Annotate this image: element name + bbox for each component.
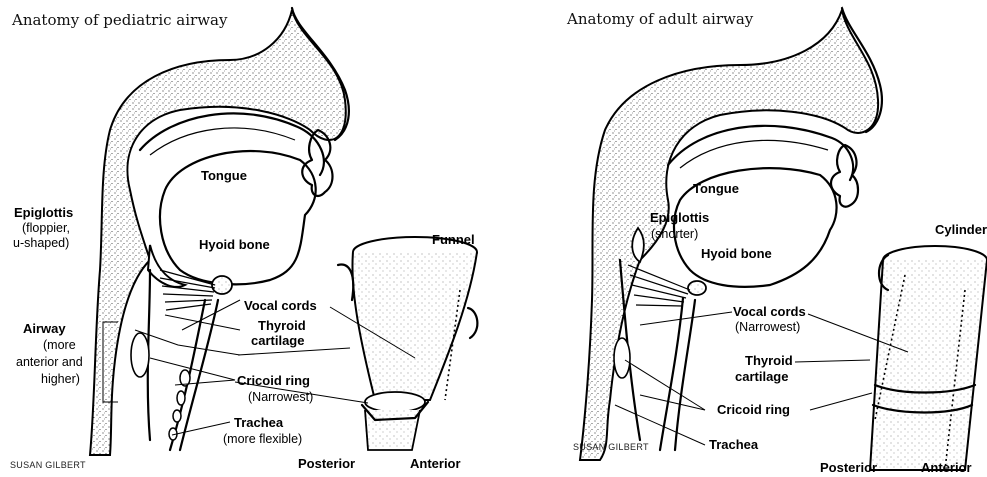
pediatric-trachea-note: (more flexible) bbox=[223, 432, 302, 446]
pediatric-airway-label: Airway bbox=[23, 321, 66, 336]
adult-hyoid-label: Hyoid bone bbox=[701, 246, 772, 261]
adult-credit: SUSAN GILBERT bbox=[573, 442, 649, 452]
pediatric-epiglottis-note1: (floppier, bbox=[22, 221, 70, 235]
pediatric-vocal-cords-label: Vocal cords bbox=[244, 298, 317, 313]
adult-vocal-note: (Narrowest) bbox=[735, 320, 800, 334]
pediatric-epiglottis-label: Epiglottis bbox=[14, 205, 73, 220]
adult-thyroid-label-1: Thyroid bbox=[745, 353, 793, 368]
pediatric-trachea-rings bbox=[169, 370, 190, 440]
pediatric-posterior-label: Posterior bbox=[298, 456, 355, 471]
pediatric-hyoid-label: Hyoid bone bbox=[199, 237, 270, 252]
pediatric-anterior-label: Anterior bbox=[410, 456, 461, 471]
adult-anterior-label: Anterior bbox=[921, 460, 972, 475]
adult-cylinder-label: Cylinder bbox=[935, 222, 987, 237]
adult-thyroid-shape bbox=[614, 338, 630, 378]
pediatric-airway-note1: (more bbox=[43, 338, 76, 352]
pediatric-cricoid-note: (Narrowest) bbox=[248, 390, 313, 404]
adult-hyoid-shape bbox=[688, 281, 706, 295]
adult-posterior-label: Posterior bbox=[820, 460, 877, 475]
adult-trachea-label: Trachea bbox=[709, 437, 759, 452]
adult-thyroid-label-2: cartilage bbox=[735, 369, 788, 384]
adult-title: Anatomy of adult airway bbox=[566, 10, 754, 28]
pediatric-epiglottis-note2: u-shaped) bbox=[13, 236, 69, 250]
pediatric-title: Anatomy of pediatric airway bbox=[11, 11, 228, 29]
pediatric-panel: Anatomy of pediatric airway bbox=[10, 8, 477, 471]
pediatric-thyroid-shape bbox=[131, 333, 149, 377]
adult-vocal-cords-label: Vocal cords bbox=[733, 304, 806, 319]
pediatric-funnel-model bbox=[338, 237, 477, 450]
adult-muscle-fibers bbox=[628, 265, 690, 306]
adult-panel: Anatomy of adult airway bbox=[566, 8, 987, 475]
pediatric-cricoid-label: Cricoid ring bbox=[237, 373, 310, 388]
pediatric-funnel-label: Funnel bbox=[432, 232, 475, 247]
adult-epiglottis-note: (shorter) bbox=[651, 227, 698, 241]
pediatric-trachea-label: Trachea bbox=[234, 415, 284, 430]
pediatric-thyroid-label-1: Thyroid bbox=[258, 318, 306, 333]
adult-cylinder-model bbox=[870, 246, 987, 470]
pediatric-thyroid-label-2: cartilage bbox=[251, 333, 304, 348]
pediatric-credit: SUSAN GILBERT bbox=[10, 460, 86, 470]
pediatric-airway-note3: higher) bbox=[41, 372, 80, 386]
adult-epiglottis-label: Epiglottis bbox=[650, 210, 709, 225]
adult-cricoid-label: Cricoid ring bbox=[717, 402, 790, 417]
adult-tongue-label: Tongue bbox=[693, 181, 739, 196]
pediatric-airway-note2: anterior and bbox=[16, 355, 83, 369]
pediatric-tongue-label: Tongue bbox=[201, 168, 247, 183]
